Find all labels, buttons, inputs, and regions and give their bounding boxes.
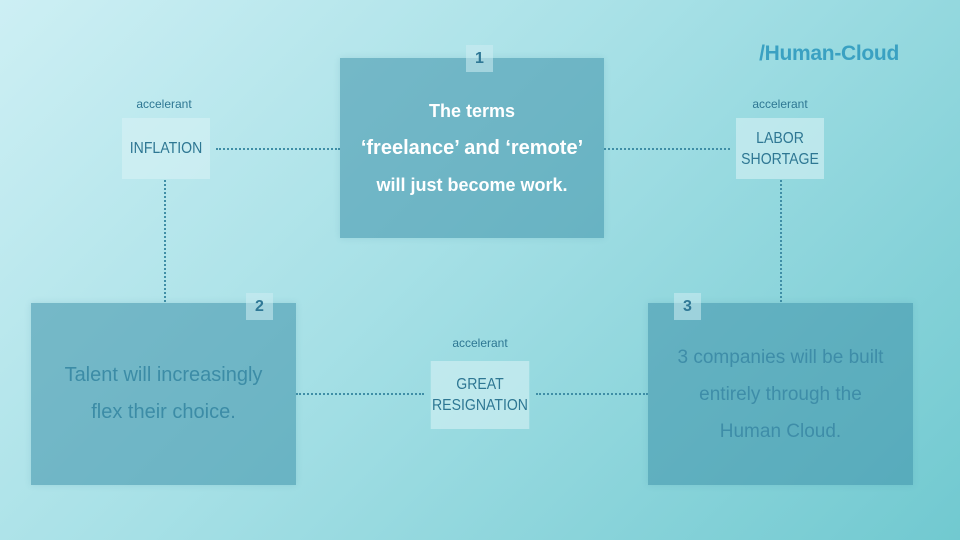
accelerant-great-resignation: GREAT RESIGNATION (430, 361, 530, 429)
connector-inflation-to-node-1 (216, 148, 340, 150)
accelerant-inflation: INFLATION (122, 118, 210, 179)
accelerant-label-great-resignation: accelerant (452, 336, 508, 350)
connector-inflation-to-node-2 (164, 180, 166, 302)
connector-labor-shortage-to-node-3 (780, 180, 782, 302)
node-1-line-2: ‘freelance’ and ‘remote’ (360, 136, 584, 159)
connector-great-resignation-to-node-3 (536, 393, 648, 395)
node-3-line-3: Human Cloud. (719, 420, 842, 442)
connector-node-2-to-great-resignation (296, 393, 424, 395)
accelerant-labor-shortage: LABOR SHORTAGE (736, 118, 824, 179)
node-3-number: 3 (674, 293, 701, 320)
connector-node-1-to-labor-shortage (604, 148, 730, 150)
node-3-box: 3 companies will be built entirely throu… (648, 303, 913, 485)
node-3-line-2: entirely through the (699, 383, 862, 405)
node-3-line-1: 3 companies will be built (677, 346, 884, 368)
accelerant-label-labor-shortage: accelerant (752, 97, 808, 111)
brand-title: /Human-Cloud (759, 42, 899, 65)
node-2-box: Talent will increasingly flex their choi… (31, 303, 296, 485)
node-1-box: The terms ‘freelance’ and ‘remote’ will … (340, 58, 604, 238)
node-2-line-2: flex their choice. (91, 401, 236, 423)
node-1-number: 1 (466, 45, 493, 72)
accelerant-label-inflation: accelerant (136, 97, 192, 111)
node-2-line-1: Talent will increasingly (64, 364, 263, 386)
node-2-number: 2 (246, 293, 273, 320)
node-1-line-3: will just become work. (376, 174, 568, 195)
node-1-line-1: The terms (428, 100, 515, 121)
